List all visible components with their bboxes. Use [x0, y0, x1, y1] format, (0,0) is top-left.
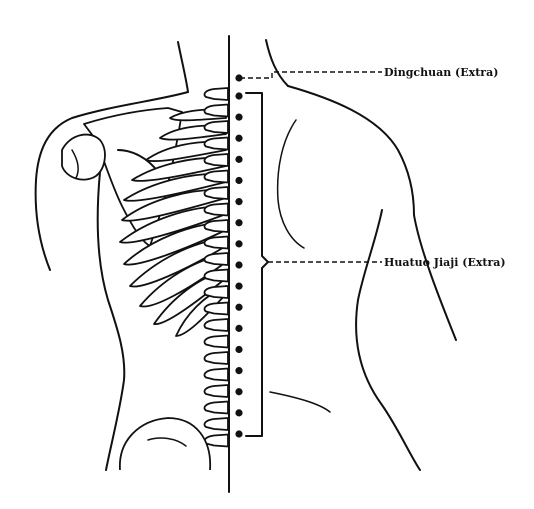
vertebra — [203, 202, 229, 217]
huatuo-jiaji-point — [235, 261, 243, 269]
vertebra — [203, 334, 229, 349]
dingchuan-leader-line — [240, 71, 382, 79]
vertebra — [203, 301, 229, 316]
vertebra — [203, 433, 229, 448]
vertebra — [203, 268, 229, 283]
huatuo-jiaji-point — [235, 409, 243, 417]
huatuo-jiaji-point — [235, 324, 243, 332]
huatuo-jiaji-point — [235, 240, 243, 248]
huatuo-jiaji-point — [235, 430, 243, 438]
vertebra — [203, 103, 229, 118]
vertebra — [203, 136, 229, 151]
huatuo-jiaji-point — [235, 176, 243, 185]
huatuo-jiaji-bracket — [245, 92, 269, 437]
left-ribcage — [119, 108, 227, 337]
vertebra — [203, 351, 229, 365]
body-outline — [34, 39, 457, 471]
dingchuan-point — [235, 74, 243, 82]
vertebra — [203, 235, 229, 250]
vertebra — [203, 186, 229, 200]
pelvis — [119, 417, 211, 471]
huatuo-jiaji-point — [235, 198, 243, 206]
acupoints — [235, 74, 243, 438]
vertebra — [203, 417, 229, 431]
huatuo-jiaji-point — [235, 345, 243, 354]
huatuo-jiaji-point — [235, 134, 243, 142]
vertebra — [203, 252, 229, 266]
huatuo-jiaji-label: Huatuo Jiaji (Extra) — [384, 256, 506, 269]
huatuo-jiaji-point — [235, 303, 243, 311]
huatuo-jiaji-point — [235, 282, 243, 290]
spine-vertebrae — [203, 87, 229, 448]
vertebra — [203, 384, 229, 398]
vertebra — [203, 285, 229, 299]
huatuo-jiaji-point — [235, 92, 243, 100]
vertebra — [203, 318, 229, 332]
vertebra — [203, 153, 229, 167]
huatuo-jiaji-point — [235, 113, 243, 121]
huatuo-jiaji-point — [235, 367, 243, 375]
vertebra — [203, 87, 229, 101]
vertebra — [203, 367, 229, 382]
huatuo-jiaji-point — [235, 155, 243, 163]
dingchuan-label: Dingchuan (Extra) — [384, 66, 498, 79]
vertebra — [203, 120, 229, 134]
vertebra — [203, 219, 229, 233]
huatuo-jiaji-point — [235, 388, 243, 396]
vertebra — [203, 400, 229, 415]
huatuo-jiaji-point — [235, 219, 243, 227]
vertebra — [203, 169, 229, 184]
